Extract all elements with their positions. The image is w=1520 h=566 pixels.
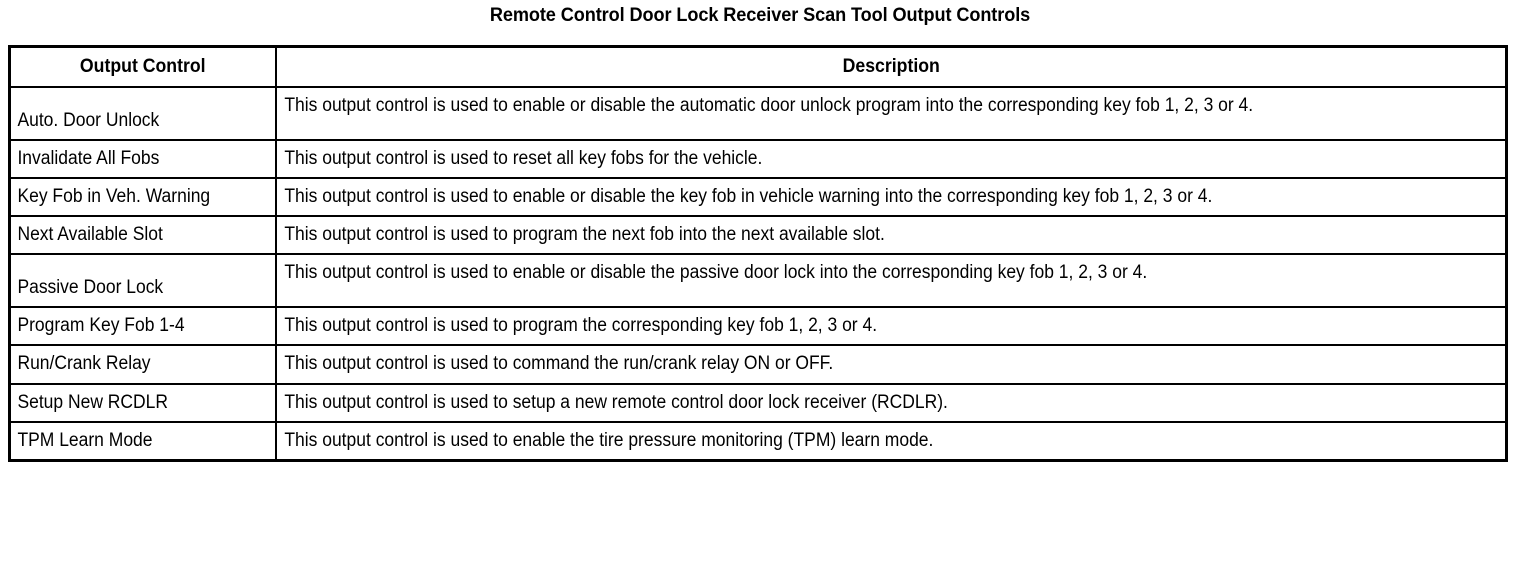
output-control-description: This output control is used to command t… <box>283 353 833 375</box>
cell-description: This output control is used to setup a n… <box>274 382 1508 423</box>
output-control-name: Passive Door Lock <box>17 277 164 299</box>
table-row: Auto. Door Unlock This output control is… <box>8 85 1508 142</box>
cell-description: This output control is used to reset all… <box>274 139 1508 180</box>
column-header-description: Description <box>274 45 1508 88</box>
cell-description: This output control is used to enable th… <box>274 420 1508 462</box>
cell-description: This output control is used to command t… <box>274 344 1508 385</box>
output-control-description: This output control is used to setup a n… <box>283 391 948 413</box>
output-control-name: Invalidate All Fobs <box>17 148 160 170</box>
column-header-output-control: Output Control <box>8 45 277 88</box>
table-row: TPM Learn Mode This output control is us… <box>8 420 1508 462</box>
output-control-description: This output control is used to program t… <box>283 224 885 246</box>
output-control-name: Setup New RCDLR <box>17 391 169 413</box>
output-control-name: Next Available Slot <box>17 224 163 246</box>
table-row: Next Available Slot This output control … <box>8 215 1508 256</box>
output-control-name: TPM Learn Mode <box>17 429 153 451</box>
output-control-description: This output control is used to enable or… <box>283 186 1212 208</box>
output-control-description: This output control is used to enable or… <box>283 262 1147 284</box>
page-title: Remote Control Door Lock Receiver Scan T… <box>489 4 1031 26</box>
table-row: Run/Crank Relay This output control is u… <box>8 344 1508 385</box>
output-control-name: Program Key Fob 1-4 <box>17 315 185 337</box>
cell-output-control: Program Key Fob 1-4 <box>8 306 277 347</box>
table-header: Output Control Description <box>8 45 1508 88</box>
cell-output-control: Key Fob in Veh. Warning <box>8 177 277 218</box>
cell-output-control: TPM Learn Mode <box>8 420 277 462</box>
table-row: Key Fob in Veh. Warning This output cont… <box>8 177 1508 218</box>
output-control-description: This output control is used to enable or… <box>283 95 1253 116</box>
output-control-name: Run/Crank Relay <box>17 353 151 375</box>
cell-description: This output control is used to enable or… <box>274 253 1508 309</box>
table-row: Setup New RCDLR This output control is u… <box>8 382 1508 423</box>
output-control-name: Key Fob in Veh. Warning <box>17 186 211 208</box>
table-header-row: Output Control Description <box>8 45 1508 88</box>
cell-output-control: Invalidate All Fobs <box>8 139 277 180</box>
cell-output-control: Run/Crank Relay <box>8 344 277 385</box>
cell-description: This output control is used to program t… <box>274 215 1508 256</box>
output-control-name: Auto. Door Unlock <box>17 110 160 131</box>
output-controls-table: Output Control Description Auto. Door Un… <box>8 45 1508 462</box>
cell-output-control: Next Available Slot <box>8 215 277 256</box>
cell-output-control: Passive Door Lock <box>8 253 277 309</box>
column-header-output-control-label: Output Control <box>79 55 206 77</box>
cell-description: This output control is used to enable or… <box>274 85 1508 142</box>
cell-description: This output control is used to program t… <box>274 306 1508 347</box>
cell-description: This output control is used to enable or… <box>274 177 1508 218</box>
table-row: Program Key Fob 1-4 This output control … <box>8 306 1508 347</box>
table-row: Invalidate All Fobs This output control … <box>8 139 1508 180</box>
table-container: Output Control Description Auto. Door Un… <box>8 45 1508 462</box>
column-header-description-label: Description <box>842 55 940 77</box>
output-control-description: This output control is used to reset all… <box>283 148 762 170</box>
output-control-description: This output control is used to program t… <box>283 315 877 337</box>
table-row: Passive Door Lock This output control is… <box>8 253 1508 309</box>
table-body: Auto. Door Unlock This output control is… <box>8 85 1508 462</box>
cell-output-control: Auto. Door Unlock <box>8 85 277 142</box>
output-control-description: This output control is used to enable th… <box>283 429 933 451</box>
cell-output-control: Setup New RCDLR <box>8 382 277 423</box>
